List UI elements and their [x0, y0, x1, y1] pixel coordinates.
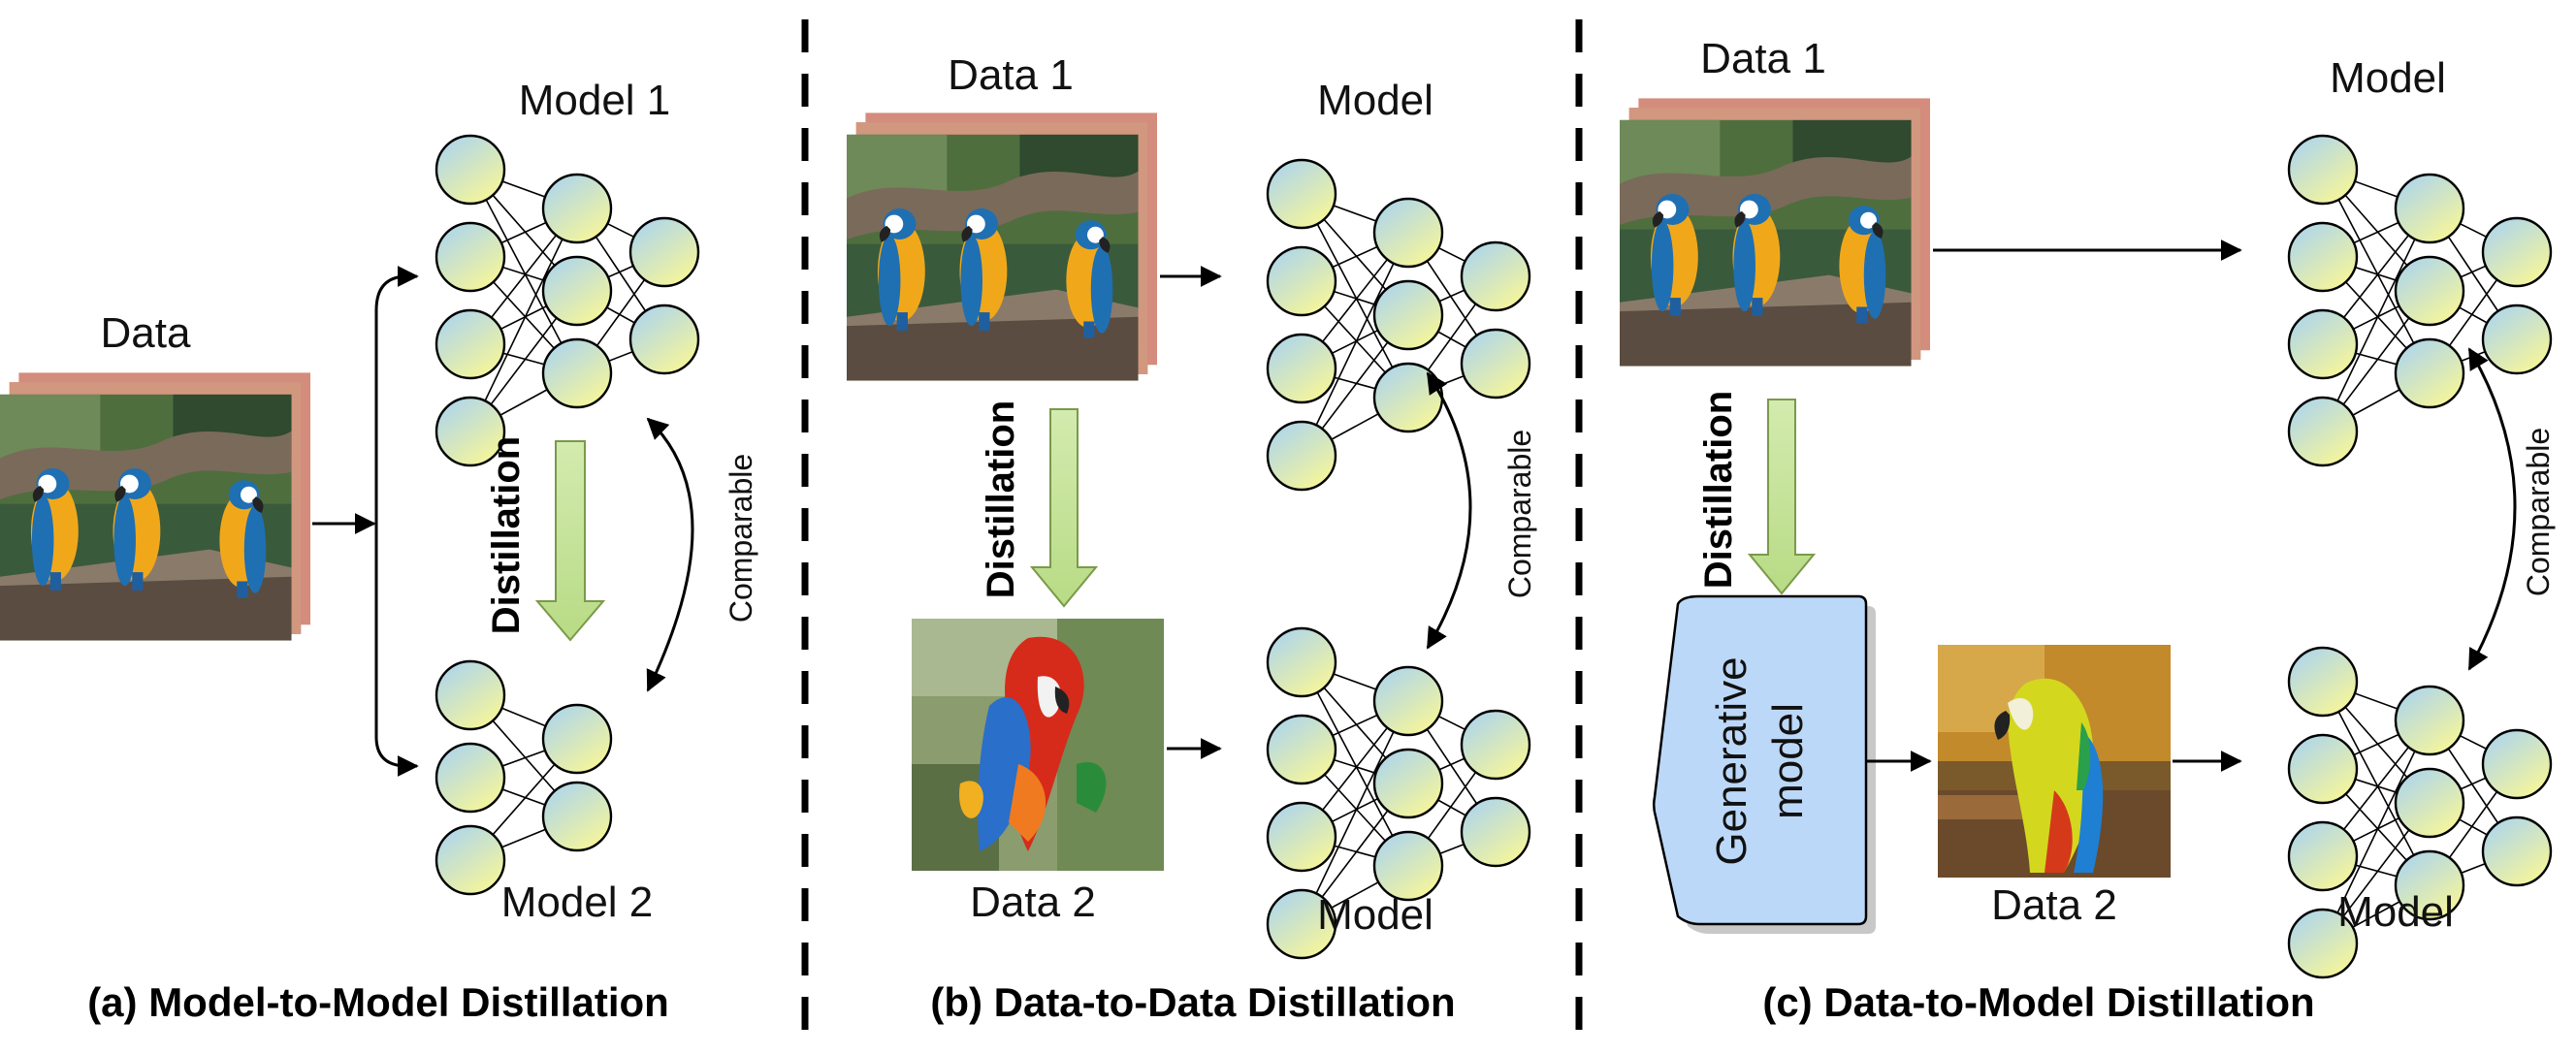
panel-b-distillation-label: Distillation	[980, 400, 1022, 598]
panel-b-model-top-network	[1266, 158, 1531, 492]
panel-c-data1-label: Data 1	[1700, 35, 1826, 82]
panel-a-distillation-label: Distillation	[485, 436, 528, 634]
panel-c-data2-image	[1938, 645, 2171, 878]
panel-c-distillation-label: Distillation	[1697, 391, 1740, 589]
panel-a-branch-arrow-bottom	[374, 524, 419, 777]
panel-b-model-bottom-label: Model	[1317, 891, 1433, 939]
panel-b-data1-label: Data 1	[948, 51, 1074, 99]
panel-b-caption: (b) Data-to-Data Distillation	[930, 979, 1455, 1025]
panel-c-data1-image	[1620, 98, 1930, 366]
panel-b-data2-image	[912, 619, 1164, 871]
panel-b-comparable-arrow	[1426, 371, 1472, 650]
panel-c-generative-label-line2: model	[1764, 703, 1812, 819]
panel-c-generative-model-box	[1652, 594, 1868, 926]
panel-b-data1-image	[847, 112, 1157, 380]
panel-a-model1-network	[435, 134, 700, 467]
panel-a-data-image	[0, 372, 310, 640]
panel-a-comparable-label: Comparable	[724, 454, 758, 623]
panel-c-caption: (c) Data-to-Model Distillation	[1762, 979, 2314, 1025]
panel-b-distillation-arrow	[1029, 408, 1099, 608]
panel-b-data2-label: Data 2	[970, 879, 1096, 926]
panel-c-comparable-label: Comparable	[2521, 428, 2556, 596]
panel-c-data2-label: Data 2	[1991, 881, 2117, 929]
panel-b-comparable-label: Comparable	[1502, 430, 1537, 598]
panel-c-generative-label-line1: Generative	[1708, 656, 1755, 865]
panel-a-model2-label: Model 2	[501, 879, 654, 926]
panel-a: Data Model 1 Model 2 Distillation Compar…	[0, 77, 758, 1025]
panel-a-comparable-arrow	[646, 417, 694, 692]
panel-a-model2-network	[435, 659, 613, 896]
panel-c-model-top-network	[2287, 134, 2553, 467]
panel-a-distillation-arrow	[534, 440, 606, 642]
panel-c-comparable-arrow	[2467, 347, 2517, 671]
panel-c: Data 1 Model Distillation Generative mod…	[1620, 35, 2556, 1025]
panel-c-distillation-arrow	[1747, 399, 1817, 595]
panel-b: Data 1 Model Distillation Data 2 Model C…	[847, 51, 1537, 1025]
panel-a-model1-label: Model 1	[519, 77, 671, 124]
panel-a-caption: (a) Model-to-Model Distillation	[87, 979, 669, 1025]
panel-a-branch-arrow-top	[374, 266, 419, 524]
panel-b-model-top-label: Model	[1317, 77, 1433, 124]
panel-c-model-bottom-label: Model	[2337, 888, 2454, 936]
panel-c-model-top-label: Model	[2330, 54, 2446, 102]
panel-a-data-label: Data	[101, 309, 191, 357]
